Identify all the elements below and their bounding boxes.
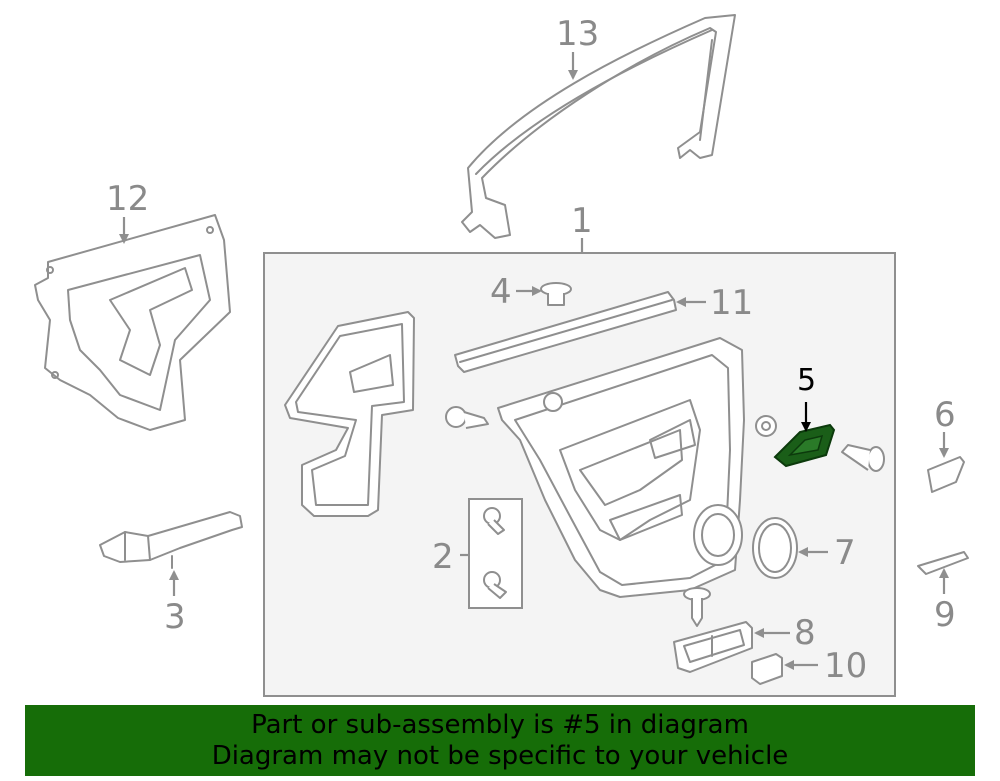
label-3: 3 [164,597,186,637]
label-1: 1 [571,201,593,241]
part-4-push-pin[interactable] [540,282,572,306]
part-13-window-channel[interactable] [461,14,736,239]
door-trim-panel[interactable] [497,337,745,598]
label-9: 9 [934,595,956,635]
part-12-deflector[interactable] [34,214,231,431]
part-7-speaker-grille[interactable] [752,517,798,579]
part-6-cap[interactable] [927,456,965,493]
label-8: 8 [794,613,816,653]
grommet[interactable] [755,415,777,437]
screw-bottom[interactable] [683,587,711,627]
screw-left[interactable] [445,406,489,429]
label-10: 10 [824,646,867,686]
trim-insert-panel[interactable] [284,311,415,517]
part-9-clip[interactable] [917,551,969,575]
part-2-clips[interactable] [468,498,523,609]
part-10-switch[interactable] [751,653,783,685]
label-12: 12 [106,179,149,219]
part-8-switch-bezel[interactable] [673,621,753,673]
part-3-bracket[interactable] [99,511,243,569]
label-4: 4 [490,272,512,312]
screw-right[interactable] [841,444,885,472]
banner-line-1: Part or sub-assembly is #5 in diagram [251,710,749,740]
part-5-handle-highlighted[interactable] [773,423,836,468]
label-13: 13 [556,14,599,54]
part-11-belt-molding[interactable] [454,291,677,373]
label-11: 11 [710,283,753,323]
banner-line-2: Diagram may not be specific to your vehi… [211,741,789,771]
info-banner: Part or sub-assembly is #5 in diagram Di… [25,705,975,776]
label-5: 5 [797,363,816,398]
label-2: 2 [432,537,454,577]
label-6: 6 [934,395,956,435]
label-7: 7 [834,533,856,573]
